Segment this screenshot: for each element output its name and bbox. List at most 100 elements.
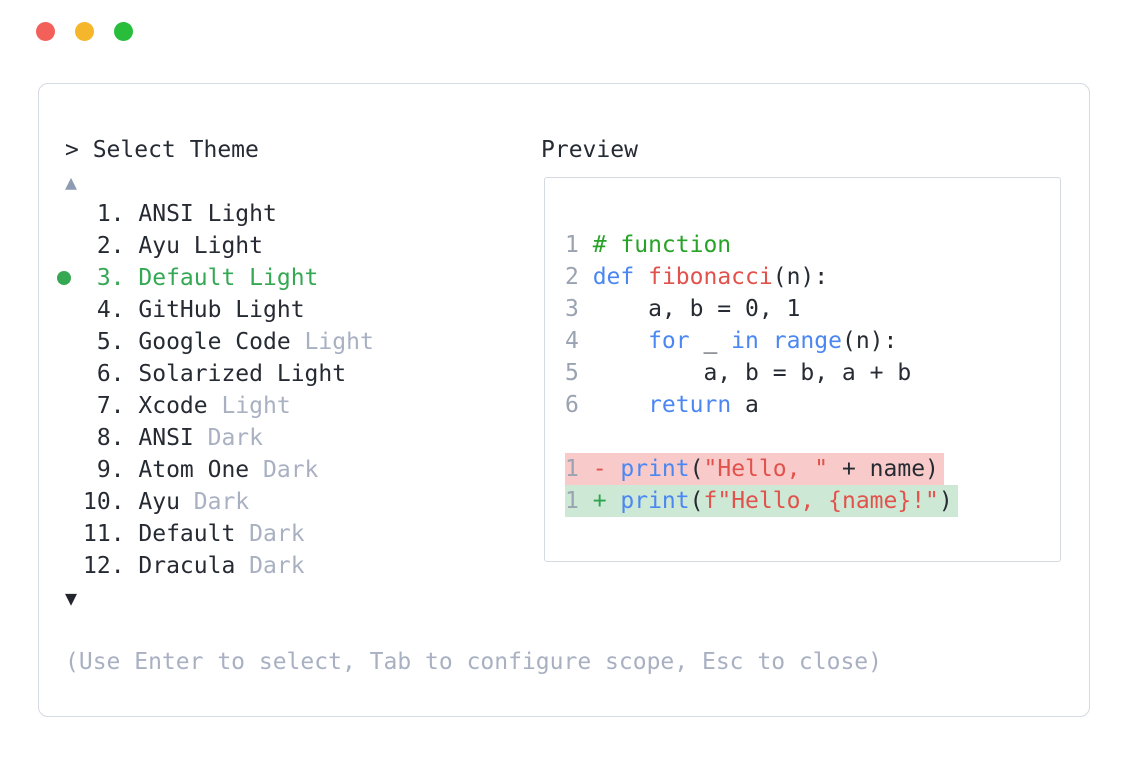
theme-item-name: Solarized Light — [138, 361, 347, 387]
token-plain: ( — [689, 488, 704, 514]
token-plain — [593, 392, 648, 418]
line-number: 2 — [565, 264, 579, 290]
theme-item-variant: Dark — [249, 457, 319, 483]
theme-item-default-light[interactable]: 3. Default Light — [57, 262, 541, 294]
token-plain: + name) — [828, 456, 939, 482]
theme-item-ayu-light[interactable]: 2. Ayu Light — [57, 230, 541, 262]
minimize-button[interactable] — [75, 22, 94, 41]
select-theme-prompt: > Select Theme — [65, 137, 259, 163]
bullet-slot — [57, 198, 83, 230]
footer-hint: (Use Enter to select, Tab to configure s… — [65, 649, 882, 675]
theme-item-number: 5. — [96, 329, 125, 355]
scroll-up-indicator[interactable]: ▲ — [65, 170, 78, 194]
theme-item-google-code[interactable]: 5. Google Code Light — [57, 326, 541, 358]
token-plain: (n): — [772, 264, 829, 290]
code-line: 1 # function — [565, 229, 731, 261]
theme-item-name: ANSI — [138, 425, 194, 451]
token-plain: ( — [689, 456, 704, 482]
theme-item-number: 10. — [83, 489, 125, 515]
theme-list: 1. ANSI Light 2. Ayu Light 3. Default Light 4.… — [57, 198, 541, 582]
theme-selector-panel: > Select Theme ▲ 1. ANSI Light 2. Ayu Light… — [38, 83, 1090, 717]
theme-item-name: Ayu Light — [138, 233, 263, 259]
theme-item-ansi-light[interactable]: 1. ANSI Light — [57, 198, 541, 230]
token-plain: a, b = 0, 1 — [592, 296, 801, 322]
code-line-added: 1+ print(f"Hello, {name}!") — [565, 485, 958, 517]
theme-list-column: > Select Theme ▲ 1. ANSI Light 2. Ayu Light… — [57, 134, 541, 614]
code-line: 6 return a — [565, 389, 759, 421]
token-plain: _ — [689, 328, 732, 354]
scroll-down-indicator[interactable]: ▼ — [65, 586, 78, 610]
selected-dot — [57, 262, 83, 294]
token-minus: - — [592, 456, 621, 482]
code-line: 4 for _ in range(n): — [565, 325, 897, 357]
theme-item-number: 2. — [96, 233, 125, 259]
bullet-slot — [57, 486, 83, 518]
line-number: 3 — [565, 296, 579, 322]
code-line: 3 a, b = 0, 1 — [565, 293, 800, 325]
theme-item-variant: Dark — [235, 521, 305, 547]
theme-item-name: GitHub Light — [138, 297, 305, 323]
theme-item-name: Google Code — [138, 329, 291, 355]
theme-item-dracula[interactable]: 12. Dracula Dark — [57, 550, 541, 582]
theme-item-name: Atom One — [138, 457, 250, 483]
close-button[interactable] — [36, 22, 55, 41]
token-plain — [634, 264, 648, 290]
bullet-slot — [57, 550, 83, 582]
theme-item-number: 11. — [83, 521, 125, 547]
token-plain: a, b = b, a + b — [592, 360, 912, 386]
theme-item-number: 12. — [83, 553, 125, 579]
line-number: 1 — [565, 232, 579, 258]
token-plain: ) — [938, 488, 953, 514]
bullet-slot — [57, 294, 83, 326]
code-line: 2 def fibonacci(n): — [565, 261, 828, 293]
token-plain: (n): — [841, 328, 898, 354]
token-plus: + — [592, 488, 621, 514]
theme-item-number: 4. — [96, 297, 125, 323]
code-line: 5 a, b = b, a + b — [565, 357, 911, 389]
bullet-slot — [57, 422, 83, 454]
theme-item-ansi[interactable]: 8. ANSI Dark — [57, 422, 541, 454]
theme-item-number: 8. — [96, 425, 125, 451]
line-number: 4 — [565, 328, 579, 354]
theme-item-name: Default Light — [138, 265, 319, 291]
line-number: 5 — [565, 360, 579, 386]
theme-item-variant: Light — [290, 329, 374, 355]
theme-item-default[interactable]: 11. Default Dark — [57, 518, 541, 550]
theme-item-name: Dracula — [138, 553, 236, 579]
token-plain — [759, 328, 773, 354]
bullet-slot — [57, 390, 83, 422]
theme-item-number: 1. — [96, 201, 125, 227]
window-controls — [36, 22, 153, 41]
preview-label: Preview — [541, 137, 638, 163]
theme-item-atom-one[interactable]: 9.Atom One Dark — [57, 454, 541, 486]
token-keyword: def — [592, 264, 635, 290]
token-keyword: print — [620, 456, 690, 482]
code-line-removed: 1- print("Hello, " + name) — [565, 453, 944, 485]
token-comment: # function — [592, 232, 732, 258]
theme-item-variant: Dark — [193, 425, 264, 451]
theme-item-name: ANSI Light — [138, 201, 277, 227]
theme-item-name: Default — [138, 521, 236, 547]
line-number: 6 — [565, 392, 579, 418]
bullet-slot — [57, 358, 83, 390]
bullet-slot — [57, 518, 83, 550]
selected-dot-icon — [57, 271, 71, 285]
token-keyword: print — [620, 488, 690, 514]
zoom-button[interactable] — [114, 22, 133, 41]
theme-item-variant: Dark — [235, 553, 305, 579]
theme-item-solarized-light[interactable]: 6.Solarized Light — [57, 358, 541, 390]
token-keyword: range — [772, 328, 842, 354]
theme-item-github-light[interactable]: 4. GitHub Light — [57, 294, 541, 326]
bullet-slot — [57, 230, 83, 262]
theme-item-number: 3. — [96, 265, 125, 291]
token-keyword: in — [731, 328, 759, 354]
line-number: 1 — [565, 456, 579, 482]
token-function: fibonacci — [648, 264, 773, 290]
token-keyword: return — [648, 392, 732, 418]
line-number: 1 — [565, 488, 579, 514]
theme-item-xcode[interactable]: 7.Xcode Light — [57, 390, 541, 422]
bullet-slot — [57, 326, 83, 358]
theme-item-ayu[interactable]: 10.Ayu Dark — [57, 486, 541, 518]
